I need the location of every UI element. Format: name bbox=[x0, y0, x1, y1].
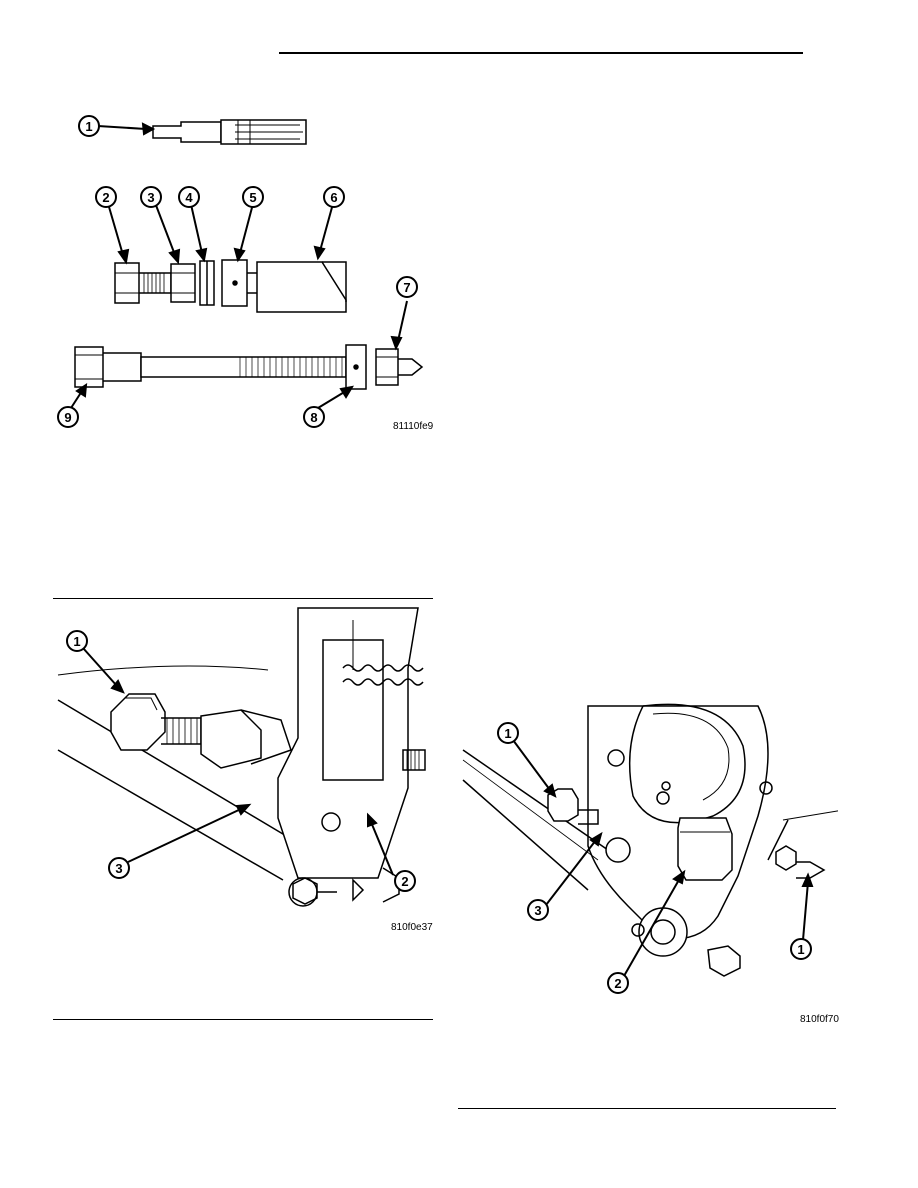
figure2-code: 810f0e37 bbox=[391, 922, 433, 933]
figure-knuckle-ball-joint: 1 1 2 3 bbox=[458, 700, 838, 1000]
header-rule bbox=[279, 52, 803, 54]
fig2-callout-3: 3 bbox=[115, 861, 122, 876]
figure-tool-installed: 1 2 3 bbox=[53, 600, 433, 930]
tool-kit-illustration: 1 2 3 4 5 6 7 8 9 bbox=[50, 105, 450, 435]
figure1-code: 81110fe9 bbox=[393, 421, 433, 432]
fig3-callout-1-left: 1 bbox=[504, 726, 511, 741]
fig2-callout-2: 2 bbox=[401, 874, 408, 889]
fig1-callout-7: 7 bbox=[403, 280, 410, 295]
fig3-callout-1-right: 1 bbox=[797, 942, 804, 957]
fig1-callout-6: 6 bbox=[330, 190, 337, 205]
fig1-callout-2: 2 bbox=[102, 190, 109, 205]
figure3-bottom-rule bbox=[458, 1108, 836, 1109]
fig1-callout-8: 8 bbox=[310, 410, 317, 425]
fig1-callout-9: 9 bbox=[64, 410, 71, 425]
figure2-top-rule bbox=[53, 598, 433, 599]
knuckle-illustration: 1 1 2 3 bbox=[458, 700, 838, 1000]
figure3-code: 810f0f70 bbox=[800, 1014, 839, 1025]
fig1-callout-1: 1 bbox=[85, 119, 92, 134]
fig2-callout-1: 1 bbox=[73, 634, 80, 649]
fig3-callout-3: 3 bbox=[534, 903, 541, 918]
fig3-callout-2: 2 bbox=[614, 976, 621, 991]
fig1-callout-3: 3 bbox=[147, 190, 154, 205]
tool-installed-illustration: 1 2 3 bbox=[53, 600, 433, 930]
fig1-callout-4: 4 bbox=[185, 190, 193, 205]
figure2-bottom-rule bbox=[53, 1019, 433, 1020]
figure-tool-kit: 1 2 3 4 5 6 7 8 9 bbox=[50, 105, 450, 435]
fig1-callout-5: 5 bbox=[249, 190, 256, 205]
